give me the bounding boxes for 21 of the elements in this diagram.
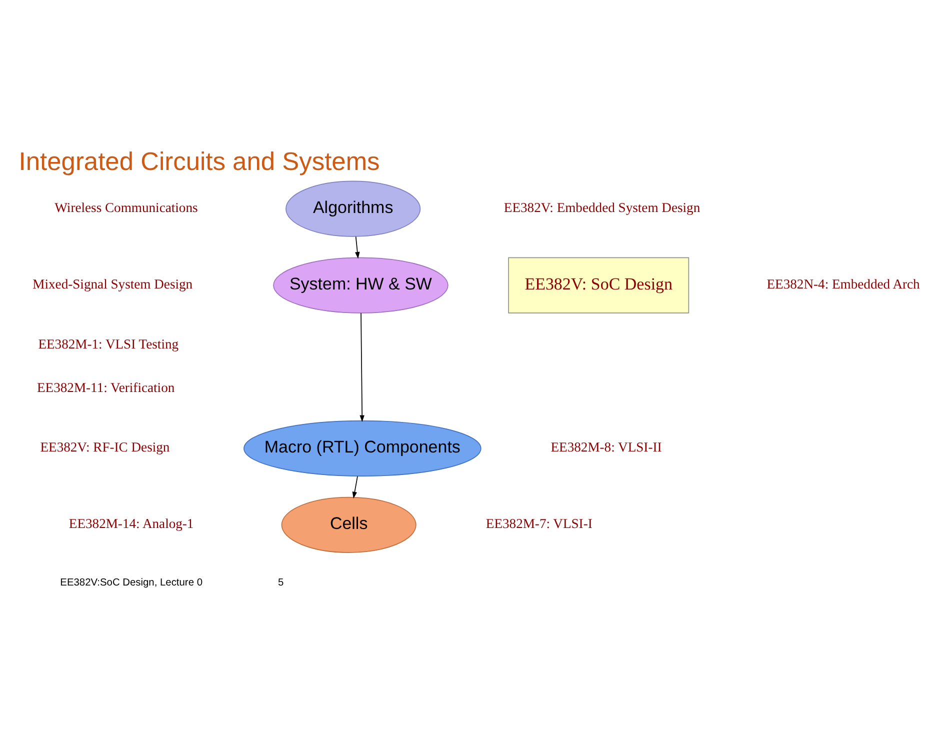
- node-ellipse: System: HW & SW: [272, 257, 448, 314]
- label: EE382V: Embedded System Design: [503, 200, 700, 216]
- label: EE382M-1: VLSI Testing: [38, 336, 178, 352]
- label: EE382V: RF-IC Design: [40, 440, 170, 455]
- node-ellipse: Cells: [280, 496, 416, 553]
- label: EE382V:SoC Design, Lecture 0: [60, 577, 202, 588]
- label: 5: [278, 577, 284, 588]
- node-box: EE382V: SoC Design: [508, 257, 689, 314]
- label: Wireless Communications: [54, 200, 198, 216]
- arrow: [354, 236, 360, 259]
- diagram-title: Integrated Circuits and Systems: [18, 148, 380, 176]
- arrow: [352, 476, 358, 499]
- label: Mixed-Signal System Design: [32, 276, 192, 292]
- label: EE382M-14: Analog-1: [68, 516, 194, 532]
- arrow: [359, 312, 364, 422]
- label: EE382N-4: Embedded Arch: [766, 276, 920, 292]
- node-ellipse: Macro (RTL) Components: [243, 420, 481, 476]
- label: EE382M-8: VLSI-II: [550, 440, 662, 455]
- node-ellipse: Algorithms: [285, 180, 420, 237]
- label: EE382M-7: VLSI-I: [485, 516, 592, 532]
- label: EE382M-11: Verification: [36, 380, 174, 395]
